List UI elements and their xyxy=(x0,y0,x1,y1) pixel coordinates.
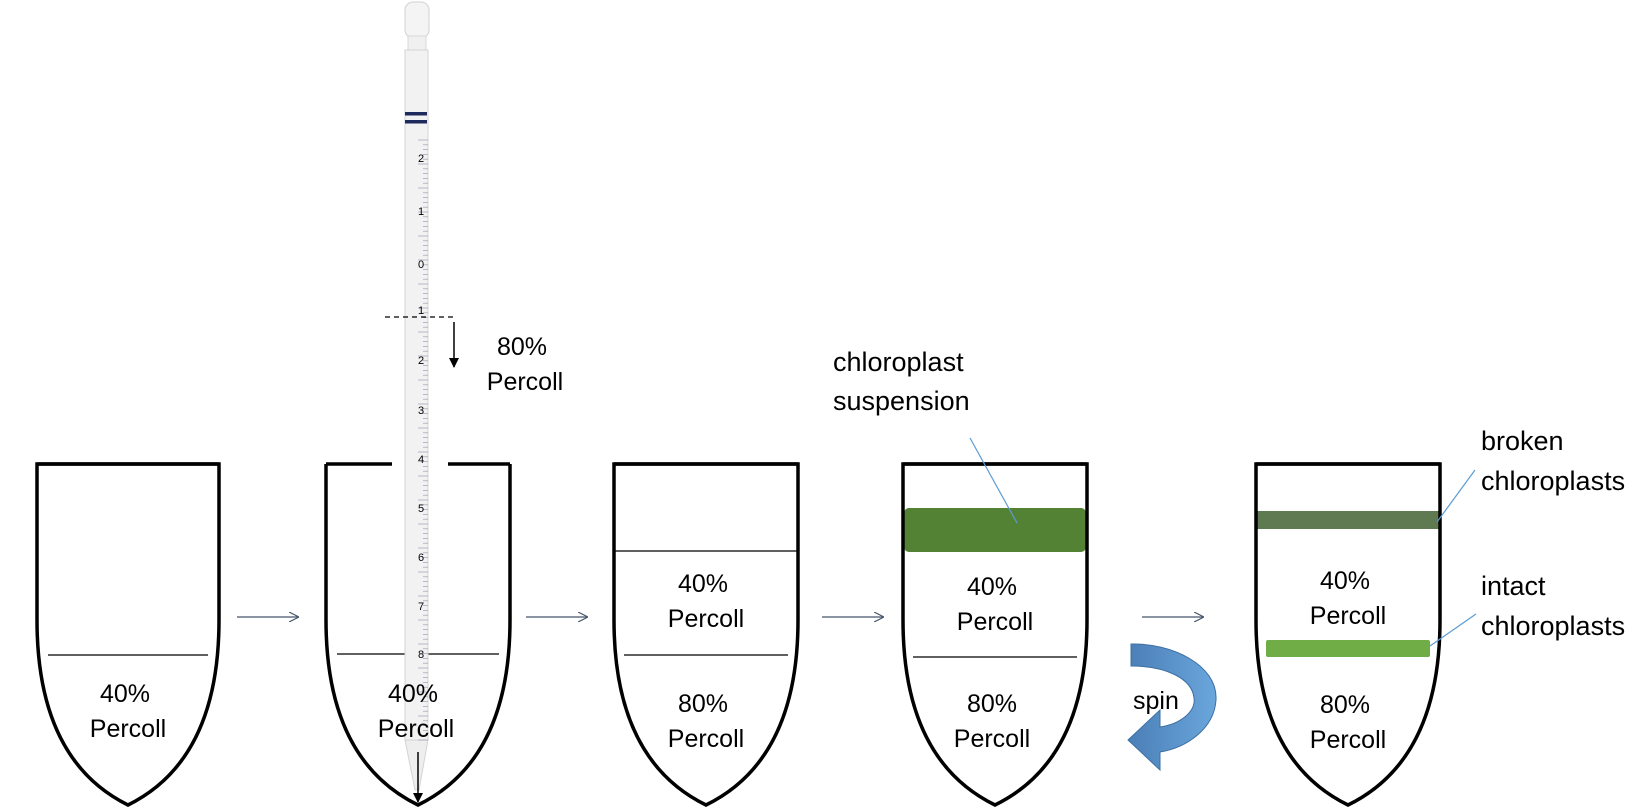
layer-label-percoll: Percoll xyxy=(957,608,1033,636)
pipette-scale-number: 2 xyxy=(418,355,424,367)
pipette-scale xyxy=(418,139,428,741)
broken-label-line2: chloroplasts xyxy=(1481,466,1625,496)
pipette-scale-number: 8 xyxy=(418,649,424,661)
pipette-scale-number: 2 xyxy=(418,153,424,165)
broken-callout-line xyxy=(1436,469,1476,523)
layer-label-percoll: Percoll xyxy=(668,725,744,753)
layer-label-80: 80% xyxy=(1320,691,1370,719)
pipette-scale-number: 0 xyxy=(418,259,424,271)
spin-arrow-icon xyxy=(1127,643,1217,772)
broken-label-line1: broken xyxy=(1481,426,1564,456)
tube-1: 40% Percoll xyxy=(35,462,221,807)
pipette-barrel xyxy=(404,49,429,741)
suspension-callout-line xyxy=(969,437,1018,524)
layer-label-40: 40% xyxy=(678,570,728,598)
pipette-scale-number: 7 xyxy=(418,601,424,613)
suspension-label-line2: suspension xyxy=(833,386,970,416)
layer-label-80: 80% xyxy=(678,690,728,718)
broken-chloroplast-band xyxy=(1256,511,1440,529)
pipette-scale-number: 3 xyxy=(418,405,424,417)
pipette-scale-number: 1 xyxy=(418,305,424,317)
layer-label-percoll: Percoll xyxy=(1310,602,1386,630)
pipette-scale-numbers: 2 1 0 1 2 3 4 5 6 7 8 xyxy=(418,153,424,661)
tube-outline xyxy=(324,464,512,807)
suspension-label-line1: chloroplast xyxy=(833,347,964,377)
spin-arrow: spin xyxy=(1127,643,1217,772)
layer-label-percoll: Percoll xyxy=(954,725,1030,753)
intact-label-line1: intact xyxy=(1481,571,1546,601)
tube-4: 40% Percoll 80% Percoll xyxy=(901,462,1089,807)
layer-label-40: 40% xyxy=(1320,567,1370,595)
pipette-scale-number: 6 xyxy=(418,552,424,564)
pipette-neck xyxy=(407,35,427,51)
intact-chloroplast-band xyxy=(1266,640,1430,657)
pipette-scale-number: 1 xyxy=(418,206,424,218)
pipette-label-percoll: Percoll xyxy=(487,368,563,396)
layer-label-80: 80% xyxy=(967,690,1017,718)
tube-5: 40% Percoll 80% Percoll xyxy=(1254,462,1442,807)
pipette: 2 1 0 1 2 3 4 5 6 7 8 xyxy=(385,1,459,803)
layer-label-40: 40% xyxy=(967,573,1017,601)
tube-outline xyxy=(35,462,221,807)
layer-label-percoll: Percoll xyxy=(1310,726,1386,754)
tube-outline xyxy=(612,462,800,807)
tube-outline xyxy=(901,462,1089,807)
spin-label: spin xyxy=(1133,687,1179,715)
tube-outline xyxy=(1254,462,1442,807)
intact-callout-line xyxy=(1429,613,1477,647)
layer-label-percoll: Percoll xyxy=(668,605,744,633)
intact-label-line2: chloroplasts xyxy=(1481,611,1625,641)
layer-label-percoll: Percoll xyxy=(90,715,166,743)
pipette-mouthpiece xyxy=(404,1,430,39)
layer-label-40: 40% xyxy=(388,680,438,708)
pipette-band xyxy=(405,112,427,116)
chloroplast-suspension-band xyxy=(904,508,1086,552)
pipette-label-80: 80% xyxy=(497,333,547,361)
tube-3: 40% Percoll 80% Percoll xyxy=(612,462,800,807)
layer-label-percoll: Percoll xyxy=(378,715,454,743)
pipette-band xyxy=(405,120,427,124)
pipette-tip xyxy=(404,739,429,791)
pipette-scale-number: 5 xyxy=(418,503,424,515)
layer-label-40: 40% xyxy=(100,680,150,708)
pipette-scale-number: 4 xyxy=(418,454,424,466)
